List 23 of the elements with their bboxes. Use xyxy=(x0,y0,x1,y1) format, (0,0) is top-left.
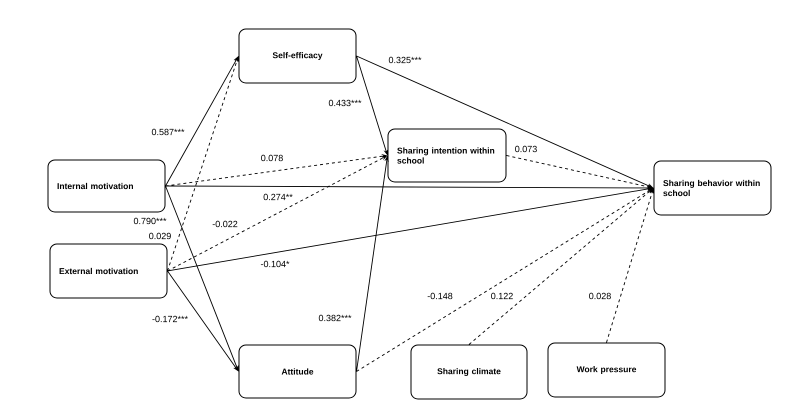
variable-box: Sharing behavior within school xyxy=(654,160,772,216)
variable-box: Internal motivation xyxy=(48,160,166,212)
coefficient-label: 0.587*** xyxy=(150,128,186,136)
coefficient-label: 0.028 xyxy=(588,292,612,300)
coefficient-label: -0.172*** xyxy=(151,314,190,324)
coefficient-label: 0.078 xyxy=(260,154,284,162)
coefficient-label: 0.122 xyxy=(490,292,514,300)
coefficient-label: 0.274** xyxy=(262,192,294,202)
coefficient-label: -0.148 xyxy=(426,292,454,300)
coefficient-label: 0.790*** xyxy=(132,216,168,226)
coefficient-label: -0.022 xyxy=(211,220,239,228)
variable-box: External motivation xyxy=(50,243,168,298)
coefficient-label: 0.029 xyxy=(148,232,172,240)
variable-box: Sharing climate xyxy=(410,344,528,400)
coefficient-label: -0.104* xyxy=(260,260,291,268)
variable-box: Attitude xyxy=(238,344,356,398)
coefficient-label: 0.382*** xyxy=(318,314,353,322)
variable-box: Self-efficacy xyxy=(238,28,356,84)
coefficient-label: 0.433*** xyxy=(328,98,363,108)
variable-box: Work pressure xyxy=(548,342,666,398)
variable-box: Sharing intention within school xyxy=(388,128,506,182)
coefficient-label: 0.325*** xyxy=(388,56,423,64)
coefficient-label: 0.073 xyxy=(514,144,538,154)
